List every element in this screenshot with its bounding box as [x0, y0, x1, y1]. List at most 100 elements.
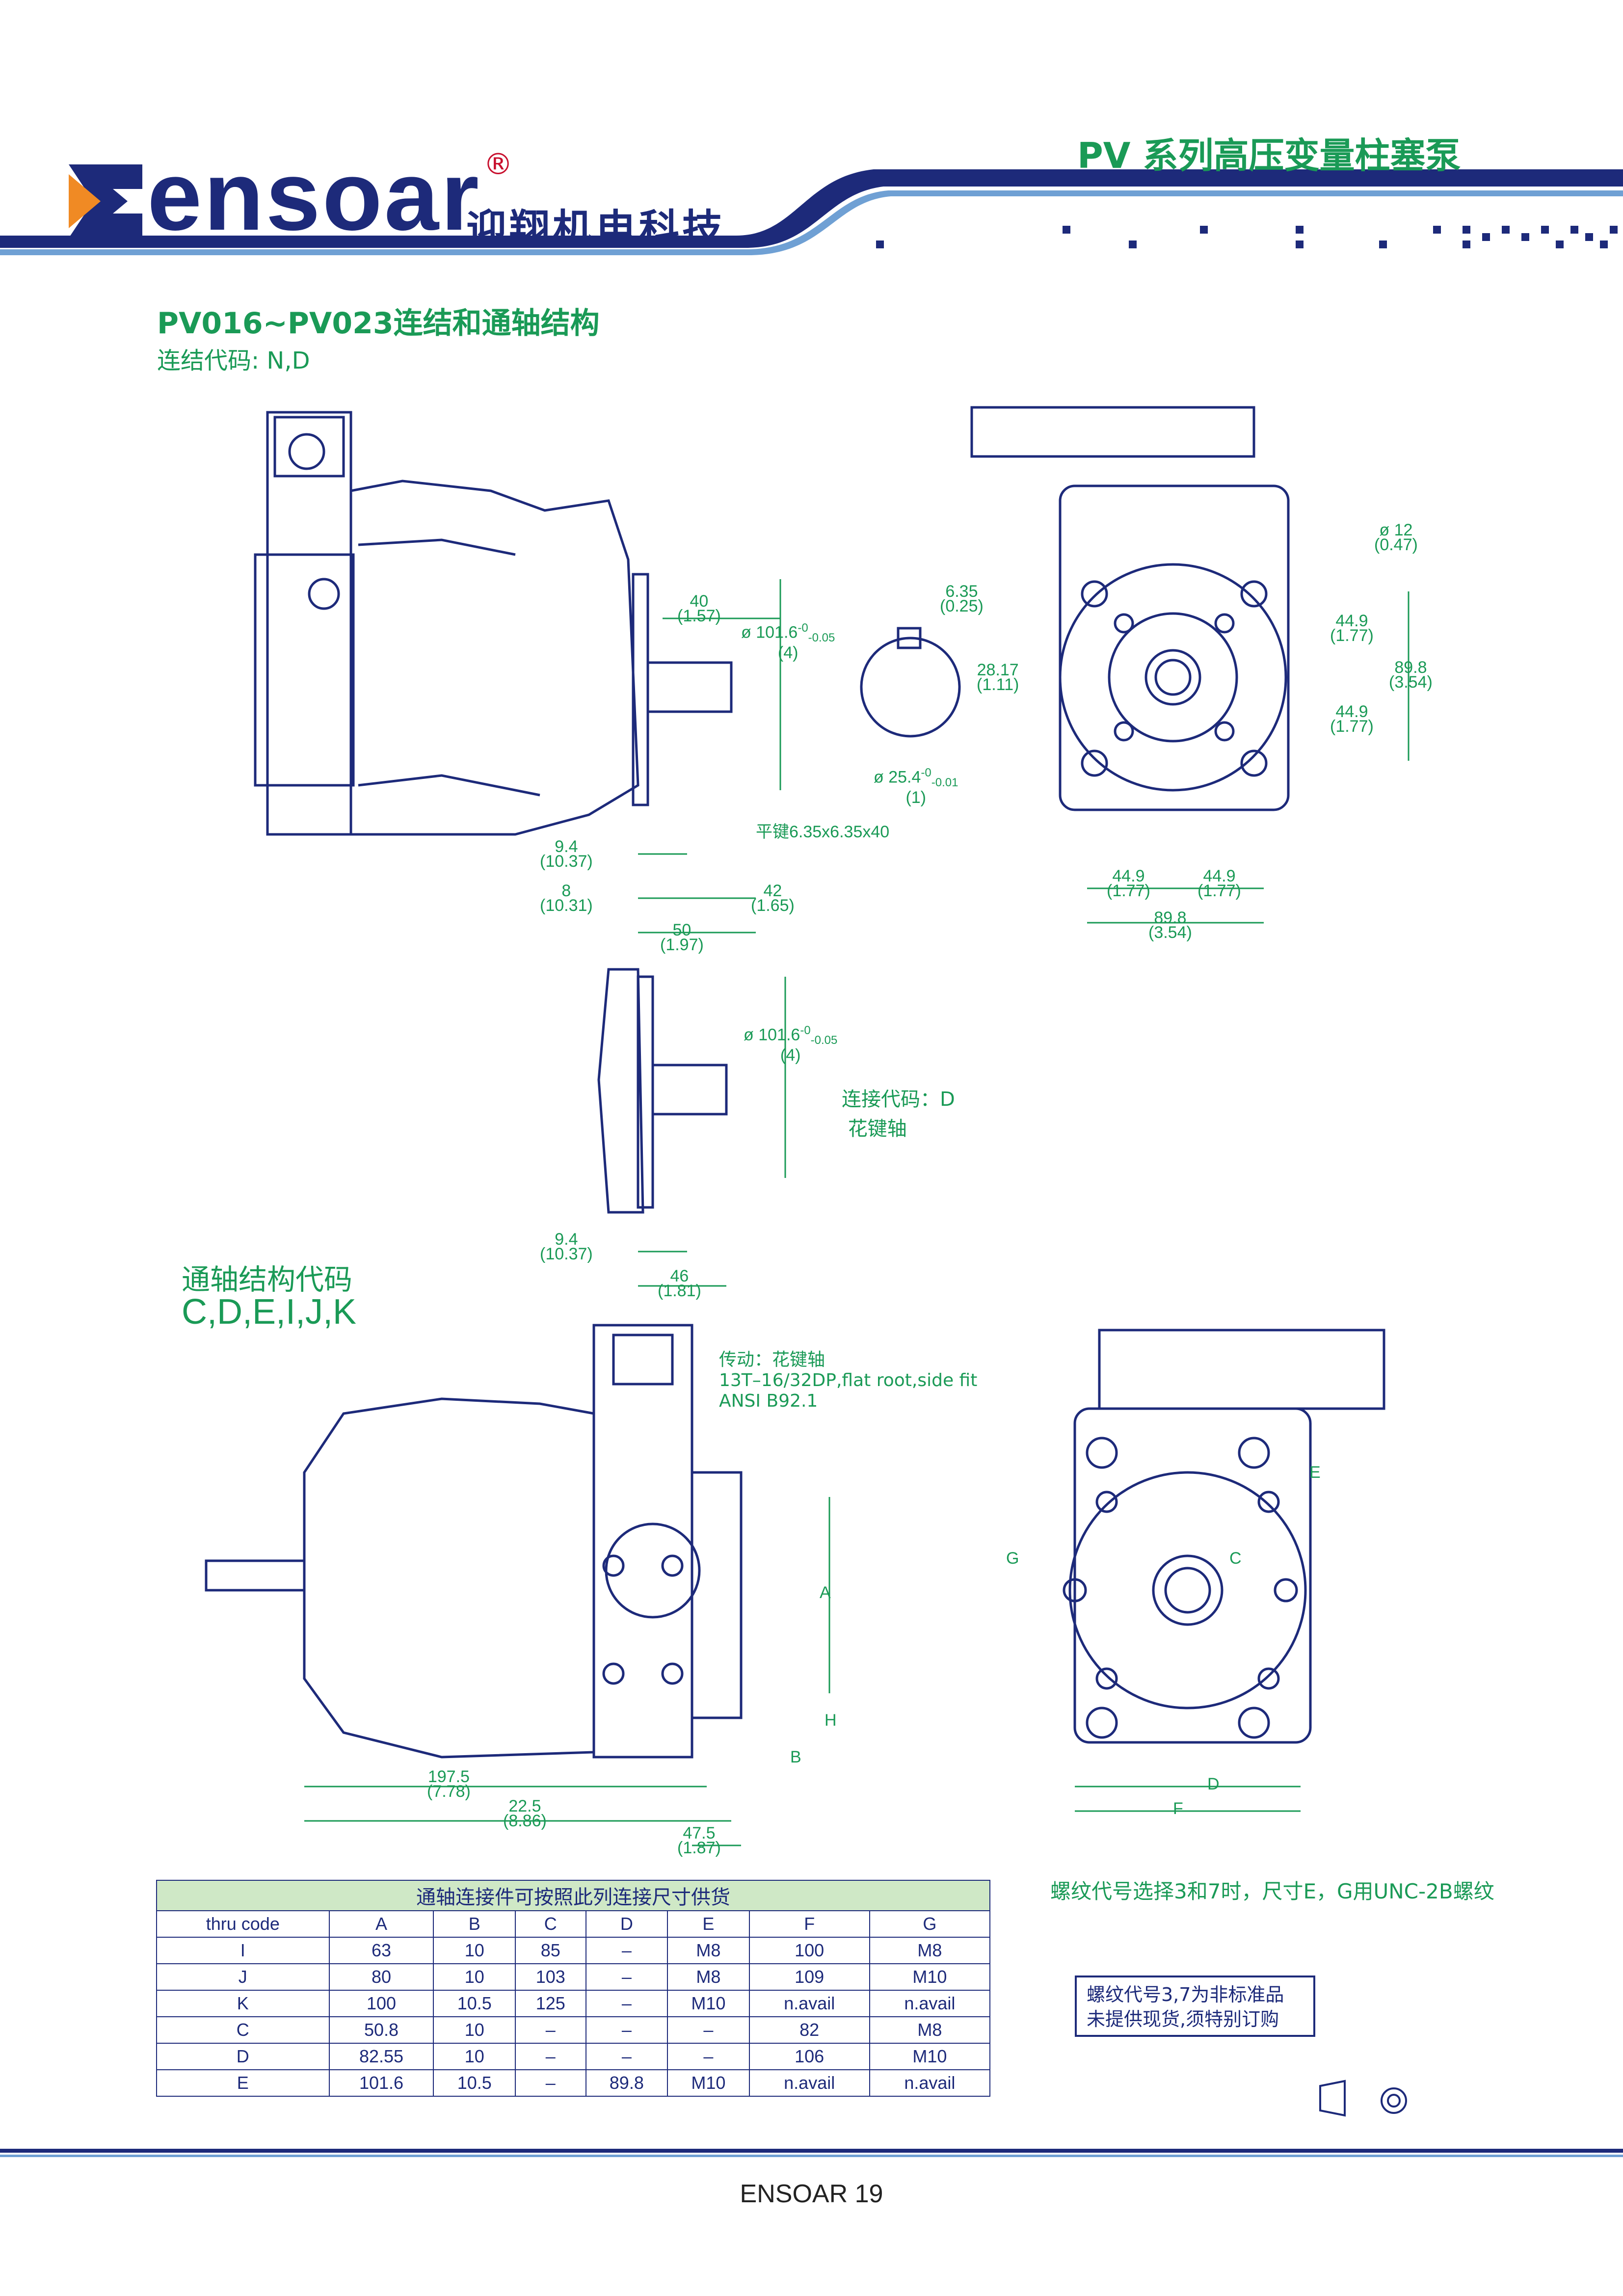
table-cell: –: [585, 2043, 668, 2070]
dim-9-4: 9.4(10.37): [540, 837, 593, 871]
table-cell: 50.8: [328, 2016, 434, 2044]
thread-note: 螺纹代号选择3和7时，尺寸E，G用UNC-2B螺纹: [1050, 1879, 1494, 1903]
table-cell: M10: [667, 2069, 750, 2097]
table-cell: M8: [667, 1937, 750, 1964]
table-cell: 10: [433, 1963, 516, 1991]
table-cell: 106: [748, 2043, 870, 2070]
thru-drive-side-view: [205, 1324, 743, 1759]
label-b: B: [790, 1748, 801, 1766]
dim-22-5: 22.5(8.86): [503, 1797, 547, 1830]
dim-8: 8(10.31): [540, 881, 593, 915]
dim-42: 42(1.65): [751, 881, 795, 915]
shaft-key-profile: [860, 627, 961, 738]
col-header: C: [515, 1910, 586, 1938]
table-cell: –: [515, 2016, 586, 2044]
table-cell: M8: [667, 1963, 750, 1991]
dim-50: 50(1.97): [660, 921, 704, 954]
page-footer: ENSOAR 19: [740, 2180, 883, 2208]
table-cell: 125: [515, 1990, 586, 2017]
label-e: E: [1309, 1463, 1321, 1482]
dim-46: 46(1.81): [658, 1267, 701, 1300]
table-cell: 10: [433, 2043, 516, 2070]
table-cell: n.avail: [869, 1990, 991, 2017]
table-cell: M8: [869, 1937, 991, 1964]
dim-6-35: 6.35(0.25): [940, 582, 984, 615]
table-cell: n.avail: [748, 2069, 870, 2097]
projection-symbol: [1319, 2080, 1407, 2117]
dim-89-8-right: 89.8(3.54): [1389, 658, 1433, 692]
table-cell: –: [585, 2016, 668, 2044]
table-cell: M10: [667, 1990, 750, 2017]
table-cell: n.avail: [748, 1990, 870, 2017]
table-cell: 82: [748, 2016, 870, 2044]
section-title: PV016~PV023连结和通轴结构: [157, 306, 600, 341]
stock-notice-box: 螺纹代号3,7为非标准品 未提供现货,须特别订购: [1075, 1976, 1315, 2037]
table-cell: –: [585, 1990, 668, 2017]
table-cell: 63: [328, 1937, 434, 1964]
label-g: G: [1006, 1549, 1019, 1568]
col-header: E: [667, 1910, 750, 1938]
table-cell: 10: [433, 2016, 516, 2044]
series-title: PV 系列高压变量柱塞泵: [1077, 135, 1461, 176]
table-cell: 100: [328, 1990, 434, 2017]
stock-line-2: 未提供现货,须特别订购: [1087, 2008, 1279, 2030]
table-cell: –: [667, 2043, 750, 2070]
registered-mark: ®: [483, 147, 513, 182]
dim-44-9-right: 44.9(1.77): [1197, 867, 1241, 900]
label-d: D: [1207, 1775, 1220, 1793]
stock-line-1: 螺纹代号3,7为非标准品: [1087, 1984, 1284, 2005]
pump-front-view: [970, 406, 1290, 811]
dim-44-9-left: 44.9(1.77): [1107, 867, 1150, 900]
label-f: F: [1173, 1799, 1183, 1818]
table-cell: –: [585, 1963, 668, 1991]
dim-44-9-top: 44.9(1.77): [1330, 612, 1374, 645]
dim-25-4: ø 25.4-0-0.01(1): [874, 766, 958, 807]
logo-wordmark: ensoar: [147, 141, 481, 251]
table-cell: 10.5: [433, 1990, 516, 2017]
footer-rule-light: [0, 2155, 1623, 2157]
col-header: thru code: [156, 1910, 330, 1938]
table-cell: 103: [515, 1963, 586, 1991]
section-subtitle: 连结代码: N,D: [157, 347, 310, 374]
col-header: G: [869, 1910, 991, 1938]
thru-drive-front-view: [1063, 1329, 1385, 1744]
dim-28-17: 28.17(1.11): [977, 661, 1019, 694]
table-cell: C: [156, 2016, 330, 2044]
thru-drive-title: 通轴结构代码: [182, 1263, 353, 1296]
dim-spline-101-6: ø 101.6-0-0.05(4): [744, 1024, 838, 1065]
table-cell: M8: [869, 2016, 991, 2044]
col-header: D: [585, 1910, 668, 1938]
dim-101-6: ø 101.6-0-0.05(4): [741, 621, 835, 663]
page-header: ensoar ® 迎翔机电科技 PV 系列高压变量柱塞泵: [0, 0, 1623, 275]
table-cell: I: [156, 1937, 330, 1964]
dim-89-8-bottom: 89.8(3.54): [1148, 908, 1192, 942]
table-cell: 109: [748, 1963, 870, 1991]
table-cell: 10.5: [433, 2069, 516, 2097]
col-header: B: [433, 1910, 516, 1938]
table-cell: M10: [869, 2043, 991, 2070]
header-swoosh: [0, 169, 1623, 255]
dim-40: 40(1.57): [677, 592, 721, 625]
table-cell: 101.6: [328, 2069, 434, 2097]
dim-12: ø 12(0.47): [1374, 521, 1418, 554]
table-cell: n.avail: [869, 2069, 991, 2097]
spline-flange-view: [597, 968, 728, 1214]
table-cell: –: [667, 2016, 750, 2044]
table-cell: D: [156, 2043, 330, 2070]
table-cell: 89.8: [585, 2069, 668, 2097]
key-note: 平键6.35x6.35x40: [756, 823, 890, 841]
table-cell: J: [156, 1963, 330, 1991]
footer-rule-dark: [0, 2149, 1623, 2153]
table-cell: –: [515, 2043, 586, 2070]
thru-drive-codes: C,D,E,I,J,K: [182, 1292, 357, 1332]
table-cell: 100: [748, 1937, 870, 1964]
table-cell: –: [515, 2069, 586, 2097]
table-cell: E: [156, 2069, 330, 2097]
